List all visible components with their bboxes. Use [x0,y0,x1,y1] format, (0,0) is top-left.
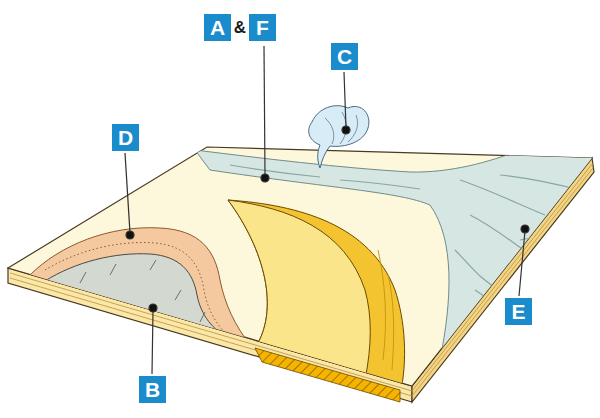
moraine-rim [30,228,250,345]
cirque-glacier [309,106,369,168]
moraine [45,254,232,340]
callout-letter: E [505,298,532,325]
callout-letter: A [204,14,231,41]
callout-letter: B [139,376,166,403]
fan-lines [378,250,394,370]
outwash-section [255,348,400,402]
callout-letter: F [249,14,276,41]
glacier-streaks [325,112,358,144]
callout-joiner: & [233,14,247,41]
leader-lines [125,46,529,374]
callout-letter: C [331,43,358,70]
moraine-streaks [80,260,205,322]
rim-dotted-line [45,243,235,342]
callout-letter: D [112,124,139,151]
outwash-fan [228,200,370,380]
